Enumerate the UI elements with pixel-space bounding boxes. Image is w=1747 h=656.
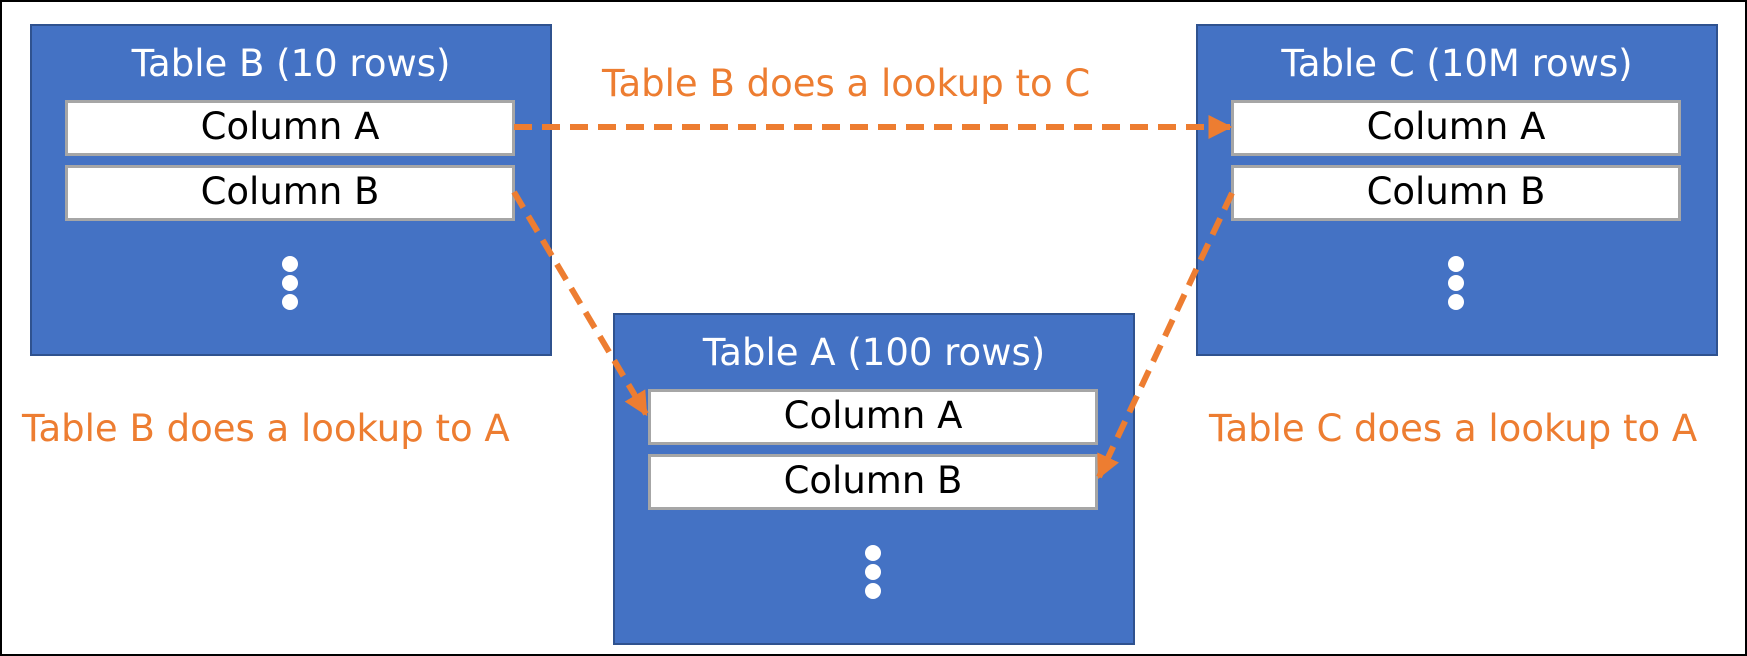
- table-c-column-a: Column A: [1231, 100, 1681, 156]
- table-b-title: Table B (10 rows): [131, 42, 451, 85]
- lookup-label-c-to-a: Table C does a lookup to A: [1209, 407, 1698, 450]
- table-a-box: Table A (100 rows) Column A Column B: [613, 313, 1135, 645]
- table-b-column-b: Column B: [65, 165, 515, 221]
- table-b-column-a: Column A: [65, 100, 515, 156]
- table-b-box: Table B (10 rows) Column A Column B: [30, 24, 552, 356]
- table-a-title: Table A (100 rows): [702, 331, 1046, 374]
- lookup-label-b-to-a: Table B does a lookup to A: [22, 407, 510, 450]
- table-a-column-b: Column B: [648, 454, 1098, 510]
- table-c-title: Table C (10M rows): [1281, 42, 1633, 85]
- table-c-column-b: Column B: [1231, 165, 1681, 221]
- table-c-box: Table C (10M rows) Column A Column B: [1196, 24, 1718, 356]
- lookup-label-b-to-c: Table B does a lookup to C: [602, 62, 1091, 105]
- table-a-column-a: Column A: [648, 389, 1098, 445]
